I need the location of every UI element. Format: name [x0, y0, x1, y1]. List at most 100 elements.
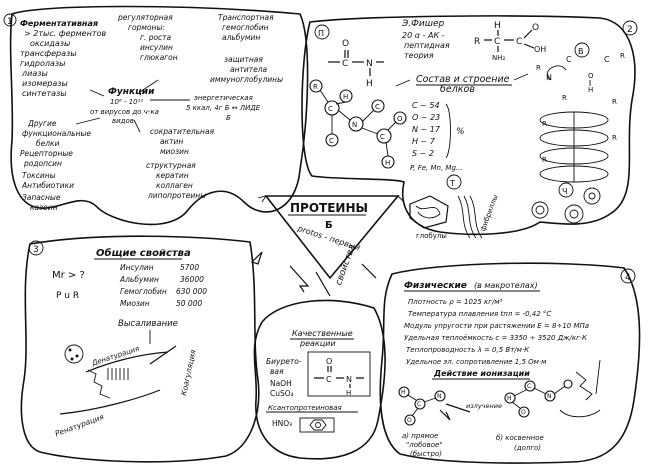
- section-1-number: 1: [7, 17, 13, 27]
- atom-c: C: [342, 59, 348, 69]
- other-title: Другие: [27, 119, 57, 128]
- physical-outline: [379, 262, 641, 464]
- energy-item: 5 ккал, 4г Б ↔ ЛИДЕ: [186, 104, 261, 112]
- direct-label: "лобовое": [406, 441, 443, 449]
- protective-item: иммуноглобулины: [210, 75, 283, 84]
- direct-label: (быстро): [410, 450, 442, 458]
- peptide-h: H: [346, 389, 351, 397]
- fischer-theory: Э.Фишер 20 α - АК - пептидная теория: [401, 19, 450, 60]
- chain-atom-h-label: H: [343, 93, 348, 101]
- peptide-n: N: [346, 375, 352, 384]
- section-4-marker: [620, 268, 636, 284]
- element-s: S ~ 2: [412, 149, 434, 158]
- composition-arrow: [513, 73, 529, 81]
- ion-atom-label: N: [547, 393, 552, 400]
- ion-atom-label: O: [521, 409, 526, 416]
- element-o: O ~ 23: [412, 113, 440, 122]
- coagulation-label: Коагуляция: [179, 348, 198, 396]
- composition-subtitle: белков: [440, 84, 475, 95]
- ion-bonds: [511, 385, 566, 409]
- subunit-blob: [583, 187, 601, 205]
- benzene-ring-center: [315, 422, 321, 428]
- general-properties-section: 3 Общие свойства Mr > ? P u R Инсулин 57…: [20, 235, 260, 463]
- indirect-line: [595, 359, 601, 395]
- mr-label: Mr > ?: [52, 270, 85, 281]
- globule-fold: [415, 205, 441, 219]
- energy-title: энергетическая: [194, 94, 253, 102]
- regulatory-item: г. роста: [140, 33, 172, 42]
- functions-range: 10⁶ - 10¹²: [110, 98, 143, 106]
- other-item: функциональные: [22, 129, 91, 138]
- aa-o: O: [532, 23, 539, 33]
- physical-constants: Плотность ρ = 1025 кг/м³ Температура пла…: [404, 298, 589, 366]
- regulatory-list: регуляторная гормоны: г. роста инсулин г…: [117, 13, 178, 62]
- molecule-table: Инсулин 5700 Альбумин 36000 Гемоглобин 6…: [119, 263, 207, 308]
- functions-spoke: [139, 79, 159, 93]
- chain-atom-c: [371, 99, 385, 113]
- aa-h: H: [494, 21, 501, 31]
- quality-title: Качественные: [292, 329, 353, 338]
- tertiary-and-quaternary: Т глобулы фибриллы Ч: [409, 174, 601, 240]
- chain-atom-c-label: C: [329, 137, 334, 145]
- helix-side-r: R: [542, 120, 547, 128]
- transport-list: Транспортная гемоглобин альбумин защитна…: [210, 13, 283, 84]
- fischer-line: 20 α - АК -: [402, 31, 445, 40]
- aa-oh: OH: [534, 45, 546, 54]
- functions-spoke: [75, 117, 101, 125]
- center-properties: свойства: [334, 243, 358, 286]
- energy-item: Б: [226, 114, 231, 122]
- fischer-line: теория: [404, 51, 434, 60]
- trace-elements: P, Fe, Mn, Mg...: [410, 164, 463, 172]
- center-triangle-outline: [264, 195, 400, 280]
- ion-atom: [563, 379, 573, 389]
- section-3-number: 3: [33, 245, 39, 255]
- functions-center: Функции 10⁶ - 10¹² от вирусов до ч-ка ви…: [75, 79, 190, 133]
- molecule-value: 36000: [180, 275, 204, 284]
- helix-side-r: R: [542, 156, 547, 164]
- globules-label: глобулы: [416, 232, 447, 240]
- other-item: Антибиотики: [21, 181, 74, 190]
- other-item: родопсин: [23, 159, 62, 168]
- fermentative-item: гидролазы: [20, 59, 66, 68]
- other-item: казеин: [30, 203, 58, 212]
- ion-atom: [398, 386, 410, 398]
- peptide-group-top: П O C N H: [314, 24, 384, 89]
- helix-h: H: [588, 86, 593, 94]
- biuret-label: вая: [270, 367, 284, 376]
- protective-title: защитная: [224, 55, 263, 64]
- denaturation-label: Денатурация: [90, 345, 140, 368]
- helix-c: C: [566, 55, 572, 64]
- section-4-number: 4: [625, 273, 631, 283]
- benzene-box: [299, 417, 335, 433]
- composition-arrow: [395, 79, 411, 87]
- other-item: белки: [36, 139, 60, 148]
- subunit-core: [535, 205, 545, 215]
- radiation-label: излучение: [466, 402, 502, 410]
- ion-bonds: [407, 394, 437, 417]
- indirect-label: б) косвенное: [496, 434, 544, 442]
- chain-atom-o: [393, 111, 407, 125]
- constant-line: Теплопроводность λ = 0,5 Вт/м·К: [406, 346, 530, 354]
- contractile-item: миозин: [160, 147, 189, 156]
- radiation-zigzag: [439, 409, 451, 421]
- helix-o: O: [588, 72, 594, 80]
- fermentative-item: лиазы: [21, 69, 48, 78]
- chain-atom-r-label: R: [313, 83, 318, 91]
- regulatory-title: регуляторная: [117, 13, 173, 22]
- salting-out: Высаливание: [118, 319, 178, 329]
- bond: [523, 29, 533, 39]
- indirect-arc: [559, 409, 601, 418]
- chain-bonds: [319, 89, 397, 157]
- molecule-name: Гемоглобин: [120, 287, 167, 296]
- chain-atom-r: [309, 79, 323, 93]
- molecule-name: Миозин: [120, 299, 150, 308]
- functions-spoke: [89, 89, 105, 97]
- ion-atom: [414, 398, 426, 410]
- center-title: ПРОТЕИНЫ: [290, 201, 368, 215]
- fermentative-item: синтетазы: [22, 89, 67, 98]
- ion-atom-label: H: [507, 395, 512, 402]
- fibril-strands: [457, 195, 483, 239]
- composition-brace: [445, 103, 451, 159]
- element-n: N ~ 17: [412, 125, 441, 134]
- functions-title: Функции: [108, 87, 155, 97]
